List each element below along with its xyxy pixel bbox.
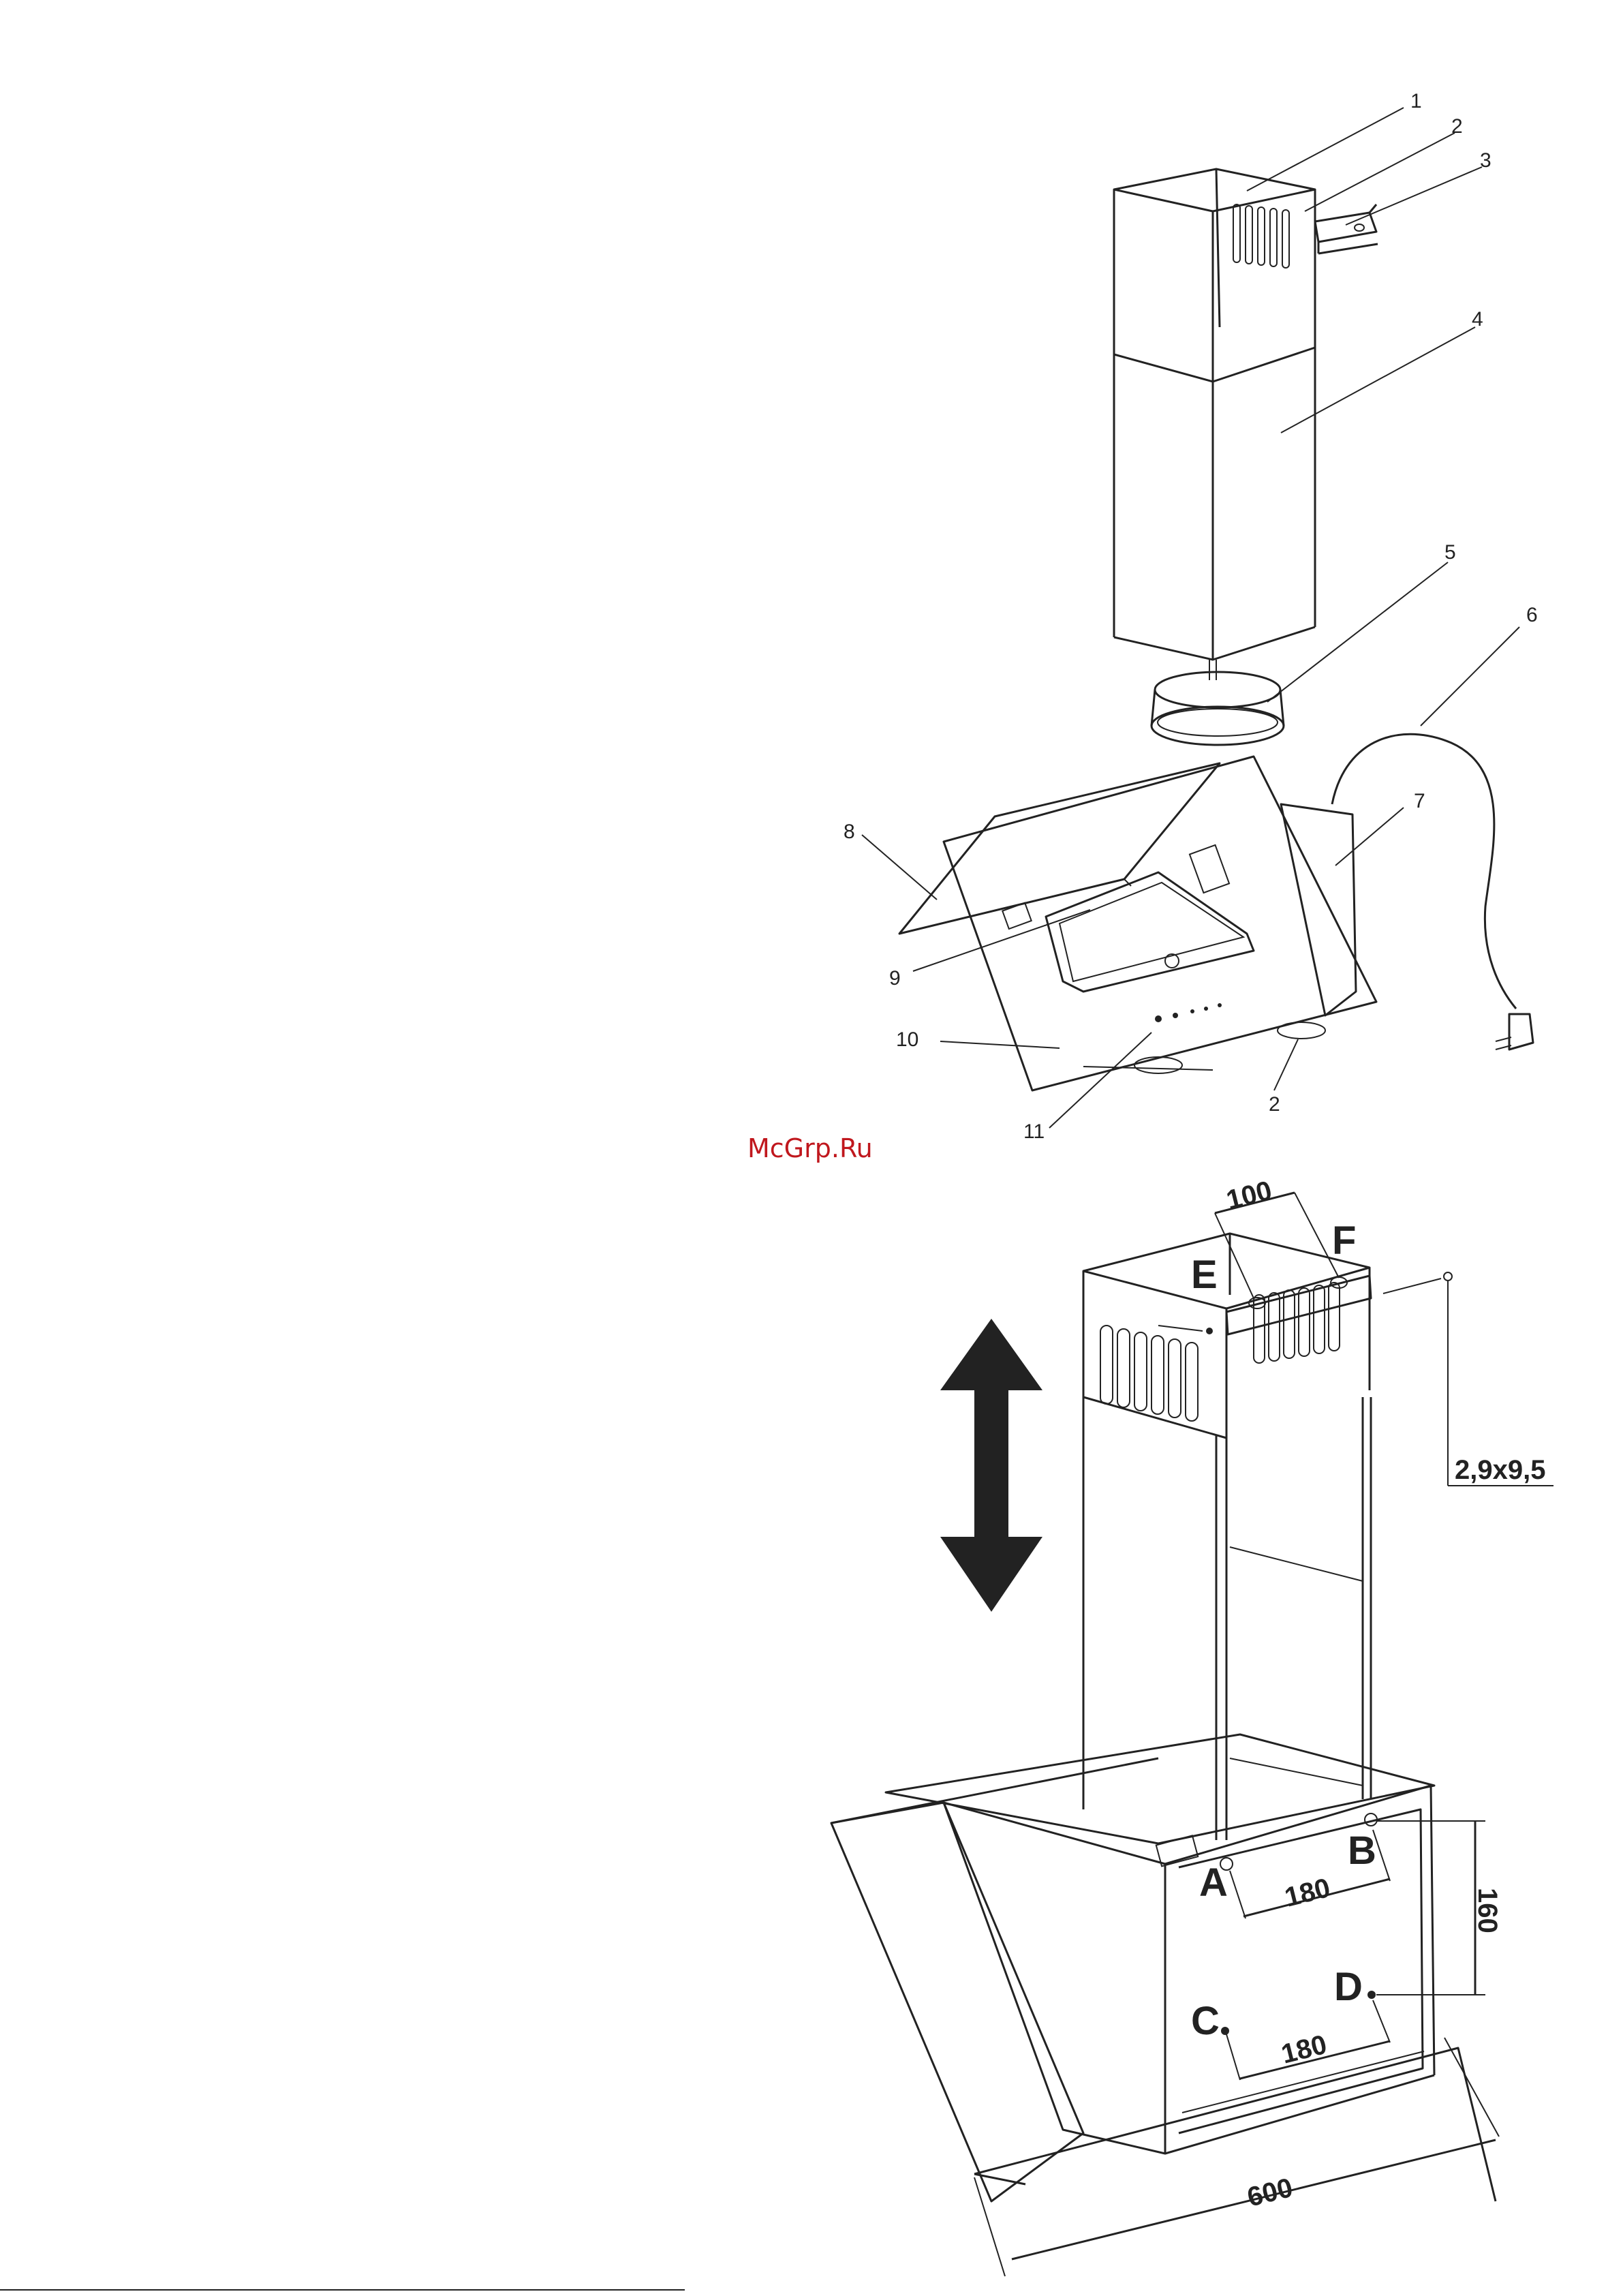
- point-d: D: [1334, 1965, 1363, 2009]
- power-cord: [1332, 734, 1533, 1050]
- callout-2: 2: [1451, 115, 1463, 138]
- dim-cd-spacing: 180: [1278, 2030, 1329, 2070]
- lower-chimney: [1114, 348, 1315, 680]
- chimney-upper-section: [1083, 1234, 1452, 1438]
- point-a: A: [1199, 1861, 1228, 1905]
- hood-front: [831, 1734, 1496, 2201]
- upper-chimney: [1114, 169, 1315, 382]
- chimney-lower-section: [1083, 1397, 1371, 1840]
- duct-collar: [1151, 672, 1284, 745]
- point-b: B: [1348, 1828, 1376, 1873]
- callout-7: 7: [1414, 790, 1425, 812]
- callout-6: 6: [1526, 604, 1538, 626]
- dim-ab-spacing: 180: [1282, 1873, 1333, 1913]
- watermark: McGrp.Ru: [747, 1133, 873, 1163]
- callout-8: 8: [844, 821, 855, 843]
- callout-5: 5: [1444, 541, 1456, 564]
- callout-1: 1: [1410, 90, 1422, 112]
- exploded-view: 1 2 3 4 5 6 7 8 9 10 11 2: [844, 90, 1538, 1143]
- callout-numbers: 1 2 3 4 5 6 7 8 9 10 11 2: [844, 90, 1538, 1143]
- dim-vertical-spacing: 160: [1472, 1888, 1502, 1933]
- callout-10: 10: [896, 1028, 918, 1051]
- callout-9: 9: [889, 967, 901, 990]
- wall-bracket: [1315, 204, 1378, 254]
- dim-hood-width: 600: [1244, 2173, 1295, 2213]
- callout-4: 4: [1472, 308, 1483, 331]
- dimension-values: 100 2,9x9,5 180 180 160 600: [1224, 1176, 1546, 2213]
- glass-panel: [899, 763, 1220, 934]
- double-arrow-icon: [940, 1319, 1042, 1612]
- control-buttons: [1155, 1003, 1222, 1022]
- callout-2b: 2: [1269, 1093, 1280, 1116]
- point-c: C: [1191, 1999, 1220, 2043]
- hood-body: [944, 756, 1376, 1090]
- point-e: E: [1191, 1253, 1218, 1297]
- installation-view: A B C D E F 100 2,9x9,5 180 180 160 600: [831, 1176, 1554, 2276]
- vent-slots: [1233, 204, 1289, 268]
- leader-lines: [862, 108, 1519, 1128]
- dim-bracket-spacing: 100: [1224, 1176, 1275, 1216]
- point-f: F: [1332, 1219, 1356, 1263]
- callout-11: 11: [1023, 1120, 1045, 1143]
- dim-screw-size: 2,9x9,5: [1455, 1455, 1545, 1485]
- callout-3: 3: [1480, 149, 1491, 172]
